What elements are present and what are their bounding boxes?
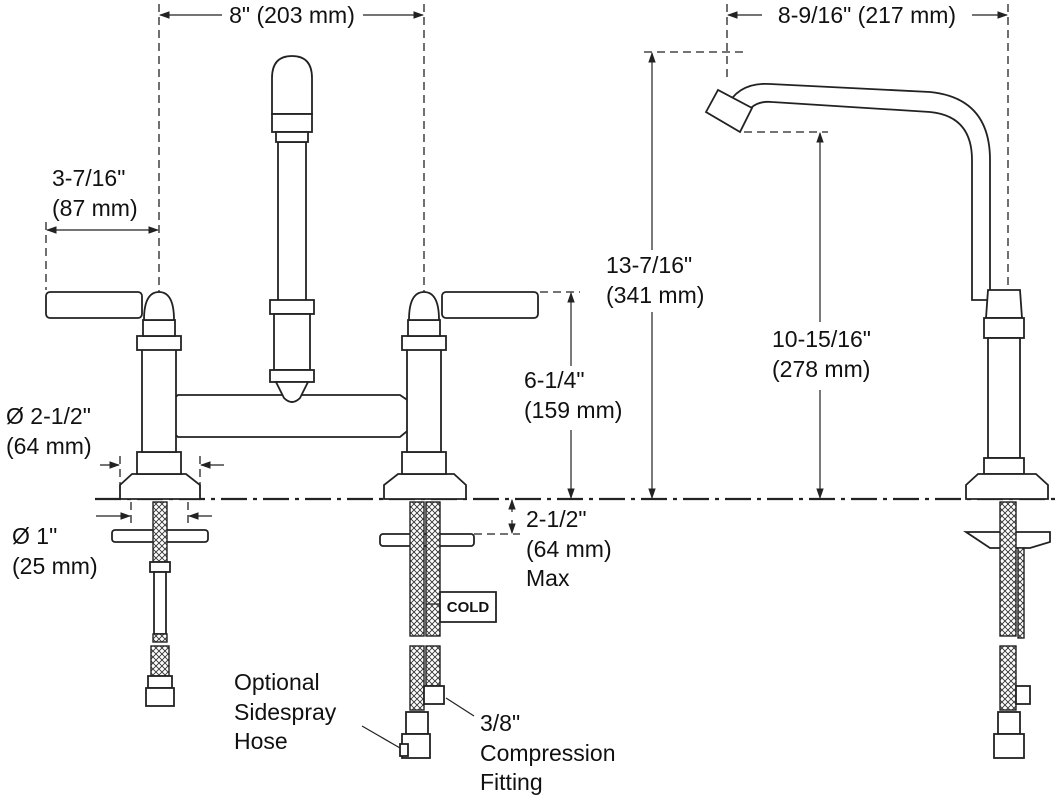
overall-height-label-1: 13-7/16"	[606, 252, 692, 278]
deck-thickness-label-3: Max	[526, 565, 570, 591]
deck-thickness-label-1: 2-1/2"	[526, 506, 587, 532]
base-diameter-label-2: (64 mm)	[6, 433, 92, 459]
handle-height-label-2: (159 mm)	[524, 397, 622, 423]
sidespray-label-2: Sidespray	[234, 699, 337, 725]
spread-width-label: 8" (203 mm)	[229, 2, 355, 28]
side-view-faucet	[704, 83, 1051, 759]
handle-reach-label-1: 3-7/16"	[52, 165, 125, 191]
fitting-leader	[445, 697, 475, 717]
handle-reach-label-2: (87 mm)	[52, 195, 138, 221]
fitting-label-1: 3/8"	[480, 710, 520, 736]
spout-height-label-1: 10-15/16"	[772, 326, 871, 352]
spout-height-label-2: (278 mm)	[772, 356, 870, 382]
overall-height-label-2: (341 mm)	[606, 282, 704, 308]
sidespray-label-3: Hose	[234, 728, 288, 754]
sidespray-label-1: Optional	[234, 669, 320, 695]
base-diameter-label-1: Ø 2-1/2"	[6, 403, 91, 429]
hole-diameter-label-1: Ø 1"	[12, 523, 57, 549]
cold-tag	[426, 591, 497, 623]
spout-reach-label: 8-9/16" (217 mm)	[778, 2, 956, 28]
fitting-label-3: Fitting	[480, 769, 543, 795]
hole-diameter-label-2: (25 mm)	[12, 553, 98, 579]
handle-height-label-1: 6-1/4"	[524, 367, 585, 393]
cold-tag-label: COLD	[447, 599, 490, 616]
front-view-faucet	[45, 55, 539, 759]
fitting-label-2: Compression	[480, 740, 616, 766]
deck-thickness-label-2: (64 mm)	[526, 536, 612, 562]
sidespray-leader	[361, 725, 401, 749]
